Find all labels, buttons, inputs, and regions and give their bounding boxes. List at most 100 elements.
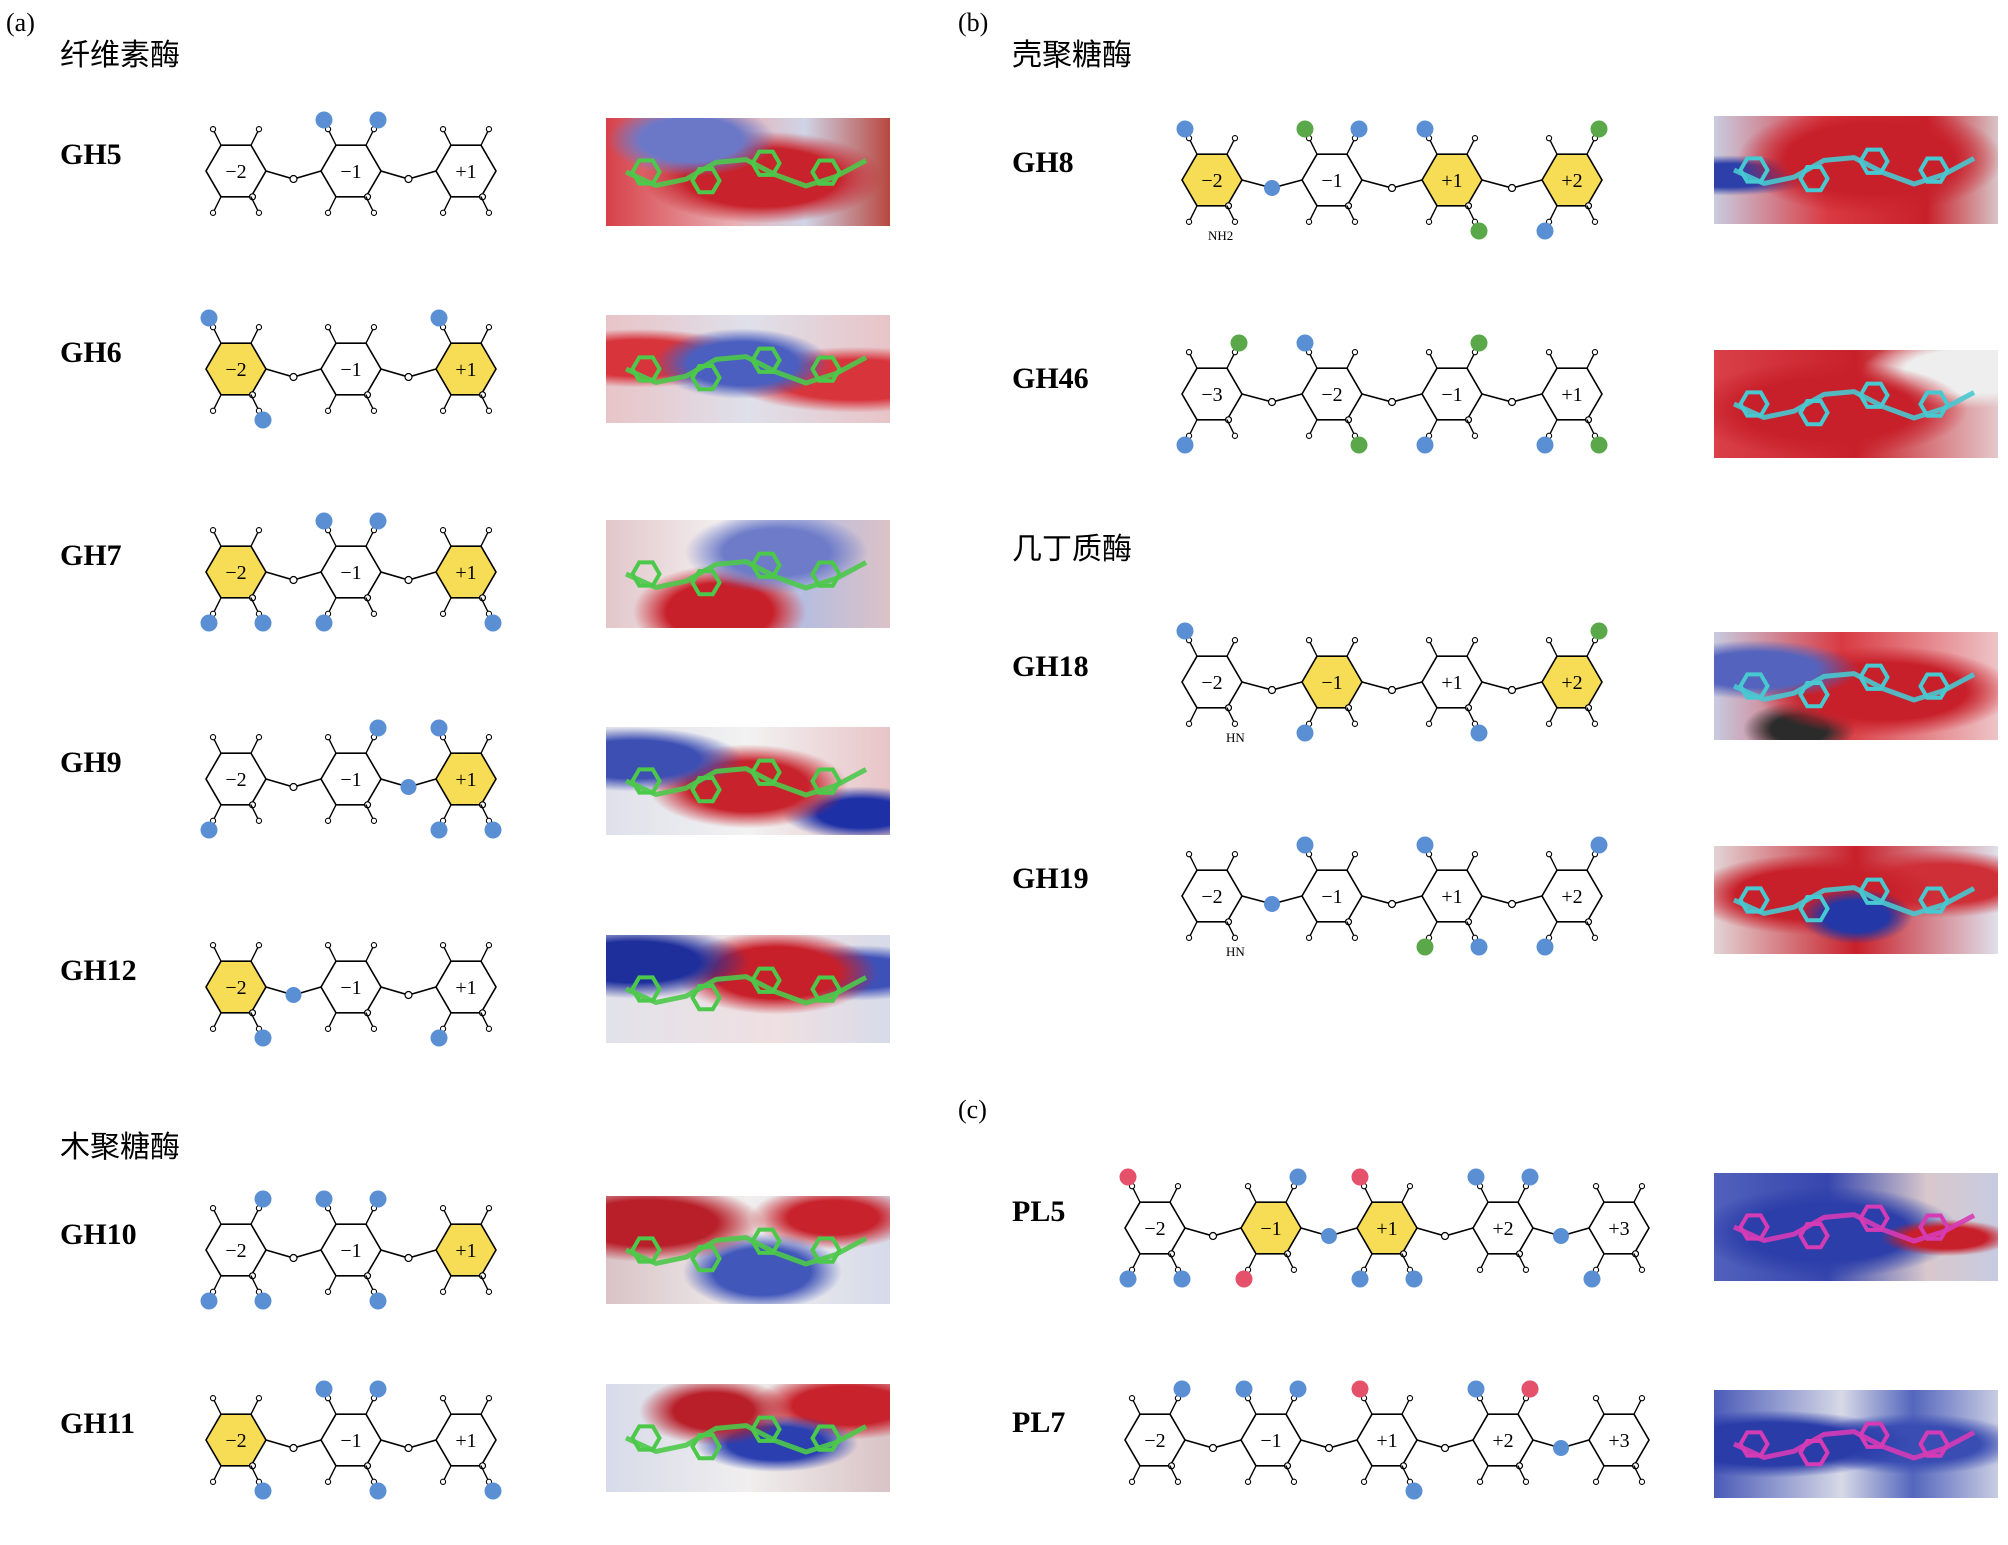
contact-dot-green [1296,120,1314,138]
hydroxyl-atom [324,407,332,414]
contact-dot-blue [430,719,448,737]
contact-dot-blue [369,111,387,129]
ligand-ring [1798,895,1830,923]
subsite-label: −2 [225,359,246,381]
ligand-ring [1738,672,1770,700]
subsite-label: −2 [1321,384,1342,406]
hydroxyl-atom [485,527,493,534]
contact-dot-blue [369,719,387,737]
ligand-sticks [1732,1421,1976,1467]
ligand-ring [750,1415,782,1443]
hydroxyl-atom [1128,1478,1136,1485]
contact-dot [1264,180,1280,196]
ligand-sticks [624,758,868,804]
contact-dot-blue [1176,622,1194,640]
hydroxyl-atom [255,527,263,534]
hydroxyl-atom [1471,432,1479,439]
oxygen-atom [1507,899,1517,909]
contact-dot [400,779,417,795]
subsite-label: +1 [455,769,476,791]
ligand-sticks [624,149,868,195]
hydroxyl-atom [439,942,447,949]
ligand-ring [750,551,782,579]
ligand-stick [1732,885,1976,917]
hydroxyl-atom [209,942,217,949]
ligand-ring [1858,381,1890,409]
hydroxyl-atom [1476,1478,1484,1485]
hydroxyl-atom [1471,135,1479,142]
hydroxyl-atom [1305,934,1313,941]
subsite-label: −2 [1201,170,1222,192]
oxygen-atom [1440,1231,1450,1241]
family-label-gh5: GH5 [60,138,122,171]
binding-pocket-gh46 [1714,350,1998,458]
hydroxyl-atom [370,817,378,824]
ligand-ring [750,149,782,177]
oxygen-atom [1267,685,1277,695]
contact-dot-blue [254,1292,272,1310]
subsite-label: −1 [340,977,361,999]
ligand-sticks [624,551,868,597]
oxygen-atom [289,782,298,792]
subsite-label: +1 [1441,672,1462,694]
subsite-label: −2 [225,562,246,584]
hydroxyl-atom [1174,1478,1182,1485]
oxygen-atom [404,1253,413,1263]
family-label-gh11: GH11 [60,1407,136,1440]
ligand-ring [750,758,782,786]
hydroxyl-atom [1476,1266,1484,1273]
ligand-ring [1858,147,1890,175]
binding-pocket-gh6 [606,315,890,423]
ligand-ring [750,346,782,374]
binding-pocket-gh19 [1714,846,1998,954]
subsite-label: −2 [1201,886,1222,908]
oxygen-atom [1387,685,1397,695]
oxygen-atom [404,372,413,382]
hydroxyl-atom [1545,349,1553,356]
binding-pocket-gh9 [606,727,890,835]
hydroxyl-atom [1231,432,1239,439]
hydroxyl-atom [255,942,263,949]
contact-dot-blue [254,1190,272,1208]
hydroxyl-atom [209,527,217,534]
family-label-gh46: GH46 [1012,362,1089,395]
ligand-ring [810,560,842,588]
hydroxyl-atom [1425,637,1433,644]
contact-dot-blue [1521,1168,1539,1186]
subsite-label: +1 [1441,170,1462,192]
subsite-label: −1 [1260,1430,1281,1452]
group-title-cellulase: 纤维素酶 [60,38,180,73]
binding-pocket-pl5 [1714,1173,1998,1281]
oxygen-atom [1387,183,1397,193]
hydroxyl-atom [255,209,263,216]
ligand-stick [1732,1212,1976,1244]
subsite-label: −1 [1321,170,1342,192]
hydroxyl-atom [439,1395,447,1402]
panel-label-c: (c) [958,1095,987,1124]
subsite-label: −2 [1144,1218,1165,1240]
hydroxyl-atom [324,324,332,331]
ligand-stick [1732,671,1976,703]
contact-dot-blue [315,1380,333,1398]
hydroxyl-atom [1406,1395,1414,1402]
family-label-pl5: PL5 [1012,1195,1066,1228]
subsite-label: −2 [225,1240,246,1262]
hydroxyl-atom [370,324,378,331]
contact-dot-blue [200,1292,218,1310]
contact-dot-blue [1176,120,1194,138]
ligand-ring [750,966,782,994]
oxygen-atom [1208,1231,1218,1241]
hydroxyl-atom [1522,1478,1530,1485]
hydroxyl-atom [1231,637,1239,644]
substituent-label: HN [1226,730,1245,745]
subsite-label: −3 [1201,384,1222,406]
ligand-ring [690,776,722,804]
binding-pocket-gh8 [1714,116,1998,224]
subsite-label: −1 [340,161,361,183]
hydroxyl-atom [1185,851,1193,858]
hydroxyl-atom [439,126,447,133]
contact-dot-blue [430,821,448,839]
ligand-ring [1798,165,1830,193]
subsite-label: +1 [455,161,476,183]
family-label-gh12: GH12 [60,954,137,987]
